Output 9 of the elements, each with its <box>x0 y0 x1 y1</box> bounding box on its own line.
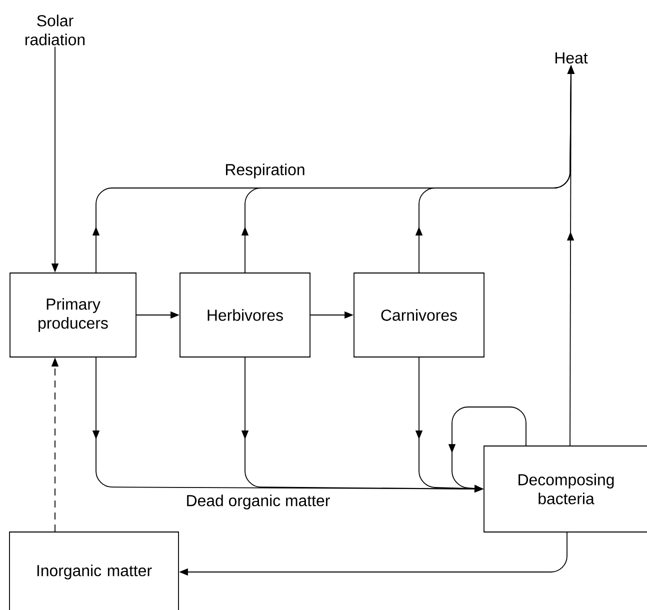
process-box: Carnivores <box>354 272 484 358</box>
process-box: Primary producers <box>10 272 136 358</box>
process-box: Inorganic matter <box>9 532 179 610</box>
process-box: Decomposing bacteria <box>484 446 647 532</box>
process-box: Herbivores <box>180 272 310 358</box>
flow-label: Solar radiation <box>26 14 85 46</box>
edge-label: Dead organic matter <box>184 494 332 510</box>
flow-label: Heat <box>555 52 588 64</box>
edge-label: Respiration <box>224 162 306 180</box>
